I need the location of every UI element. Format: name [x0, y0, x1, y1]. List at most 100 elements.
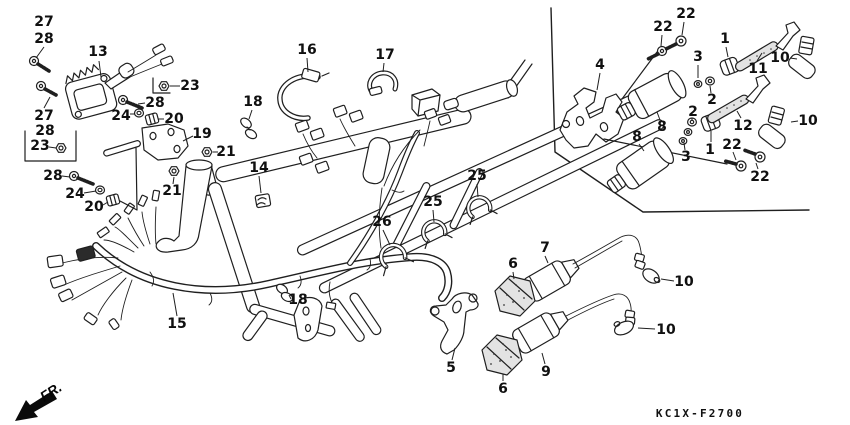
rubber-mount-6-upper: [494, 275, 536, 317]
callout-23: 23: [180, 78, 199, 94]
callout-6: 6: [498, 381, 508, 397]
leader-line-22: [660, 34, 663, 47]
callout-27: 27: [34, 14, 53, 30]
bracket-5: [429, 292, 479, 355]
leader-line-8: [656, 111, 661, 121]
leader-line-19: [182, 135, 194, 142]
leader-line-11: [756, 52, 763, 62]
washer-3-upper: [693, 79, 703, 88]
ignition-coil-9: [512, 293, 636, 354]
leader-line-8: [638, 143, 645, 152]
wire-harness: [46, 104, 453, 331]
leader-line-26: [382, 229, 391, 246]
leader-line-14: [258, 175, 262, 194]
leader-line-10: [637, 327, 656, 330]
washer-24-lower: [94, 185, 106, 195]
part-code: KC1X-F2700: [656, 407, 744, 420]
callout-3: 3: [681, 149, 691, 165]
inset-divider: [550, 7, 810, 213]
callout-22: 22: [676, 6, 695, 22]
callout-18: 18: [243, 94, 262, 110]
grommet-20-upper: [144, 112, 160, 126]
leader-line-13: [98, 60, 102, 78]
spark-plug-cap-10-lower: [758, 105, 786, 150]
leader-line-10: [790, 120, 799, 123]
clamp-26: [378, 242, 415, 277]
callout-16: 16: [297, 42, 316, 58]
leader-line-10: [660, 278, 675, 282]
ignition-coil-8-upper: [616, 70, 687, 121]
leader-line-17: [382, 62, 385, 73]
callout-17: 17: [375, 47, 394, 63]
leader-line-4: [596, 72, 601, 91]
bolt-22-b: [664, 35, 687, 51]
callout-7: 7: [540, 240, 550, 256]
callout-10: 10: [656, 322, 676, 338]
plug-wire-12: [707, 74, 771, 124]
washers-3-lower: [678, 128, 693, 146]
callout-21: 21: [162, 183, 181, 199]
callout-15: 15: [167, 316, 186, 332]
callout-8: 8: [657, 119, 667, 135]
band-16: [277, 67, 330, 122]
leader-line-2: [709, 85, 712, 94]
callout-20: 20: [84, 199, 104, 215]
leader-line-3: [683, 142, 686, 151]
leader-line-22: [755, 162, 759, 170]
leader-line-28: [61, 175, 71, 178]
grommet-20-lower: [105, 193, 121, 207]
callout-19: 19: [192, 126, 211, 142]
callout-8: 8: [632, 129, 642, 145]
nut-21-lower: [168, 166, 180, 176]
bracket-19: [103, 123, 189, 211]
bolt-22-d: [742, 148, 766, 163]
bolt-28-lowest: [68, 170, 95, 186]
callout-22: 22: [653, 19, 672, 35]
clamp-25-left: [421, 219, 453, 250]
leader-line-7: [544, 255, 549, 264]
part-regulator-rectifier: [64, 43, 174, 120]
leader-line-20: [102, 201, 109, 206]
clamp-14: [254, 193, 272, 209]
ignition-coil-8-lower: [606, 137, 674, 194]
callout-25: 25: [423, 194, 442, 210]
callout-20: 20: [164, 111, 184, 127]
callout-28: 28: [43, 168, 62, 184]
leader-line-12: [736, 110, 742, 119]
washer-2-upper: [704, 76, 715, 86]
leader-line-16: [306, 57, 309, 73]
leader-line-10: [789, 57, 798, 60]
leader-line-15: [172, 292, 178, 317]
leader-line-18: [288, 294, 292, 300]
harness-connectors: [46, 104, 452, 331]
callout-3: 3: [693, 49, 703, 65]
fr-arrow: [15, 391, 57, 421]
nut-21-upper: [201, 147, 213, 157]
callout-13: 13: [88, 44, 107, 60]
leader-line-1: [725, 46, 729, 58]
callout-9: 9: [541, 364, 551, 380]
fork-tube: [155, 159, 213, 253]
callout-1: 1: [720, 31, 730, 47]
fr-direction-marker: FR.: [15, 379, 65, 421]
bolt-22-c: [723, 159, 747, 172]
callout-2: 2: [707, 92, 717, 108]
leader-line-9: [541, 352, 546, 365]
ignition-coil-7: [523, 234, 661, 302]
callout-11: 11: [748, 61, 767, 77]
rubber-mount-6-lower: [481, 334, 523, 376]
callout-14: 14: [249, 160, 269, 176]
callout-10: 10: [798, 113, 818, 129]
leader-line-25: [476, 183, 479, 198]
leader-line-27: [43, 96, 51, 109]
leader-line-21: [172, 176, 175, 185]
callout-22: 22: [750, 169, 769, 185]
leader-line-22: [681, 21, 685, 36]
callout-1: 1: [705, 142, 715, 158]
clamp-25-right: [466, 195, 498, 226]
callout-23: 23: [30, 138, 49, 154]
callout-6: 6: [508, 256, 518, 272]
